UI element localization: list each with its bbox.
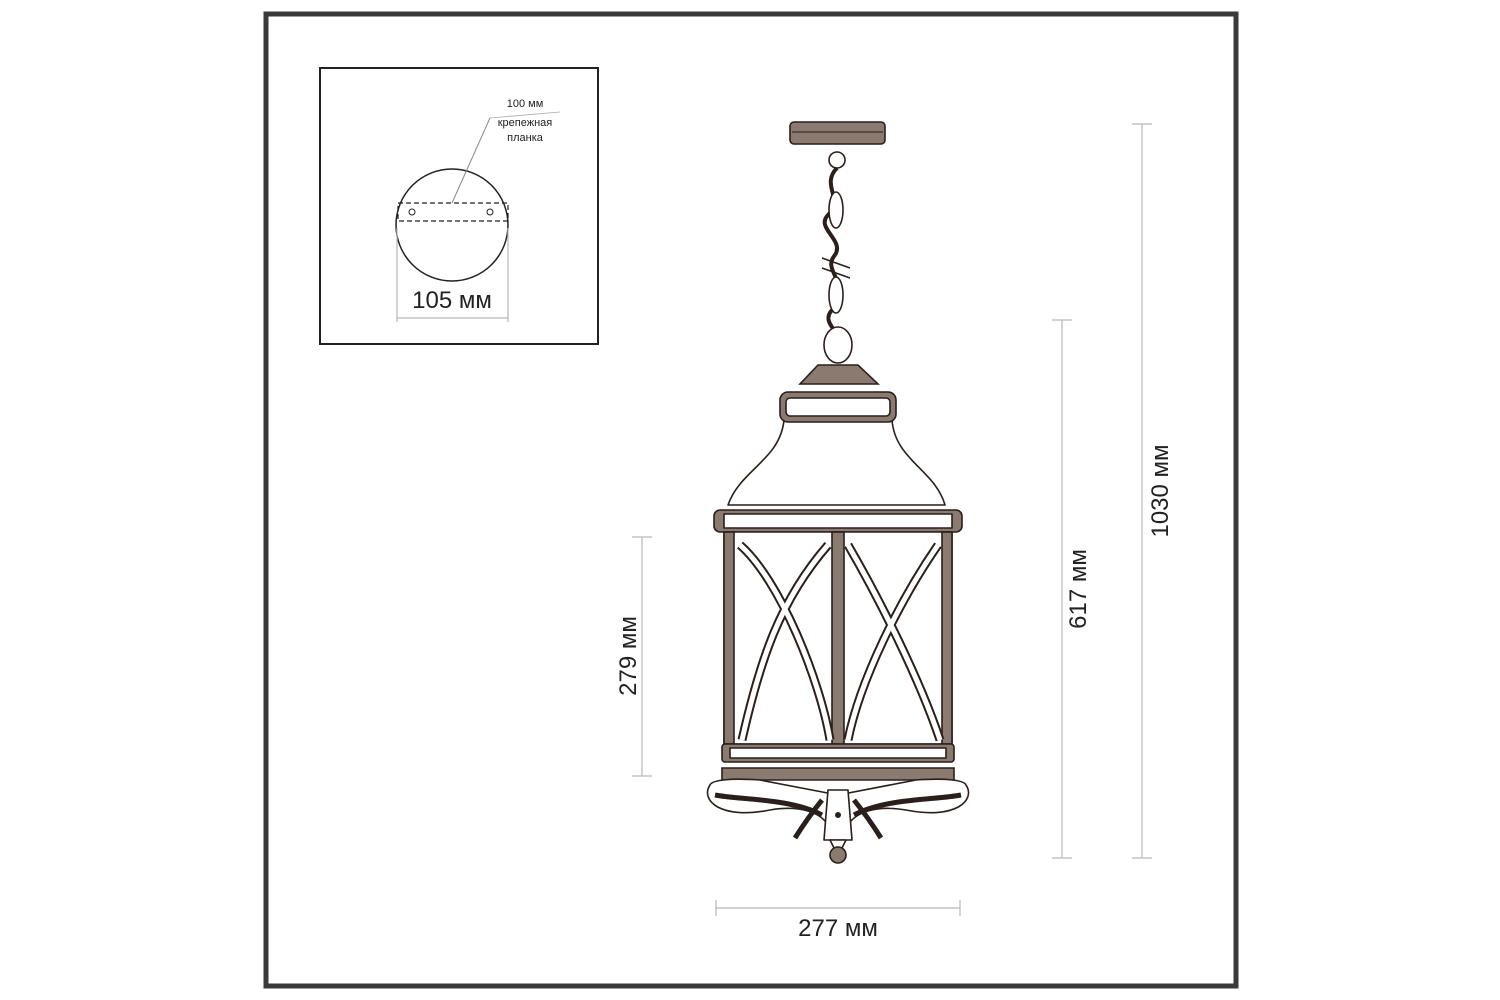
canopy-circle [395,168,509,282]
detail-box [319,67,599,345]
dim-width: 277 мм [715,900,961,942]
lantern-bottom-finial [829,846,847,864]
lantern-bottom-scrolls [721,767,955,781]
width-label: 277 мм [798,915,878,942]
dim-body-height: 617 мм [1052,319,1092,859]
outer-frame [263,11,1239,989]
canopy-diameter-label: 105 мм [412,287,492,314]
dim-total-height: 1030 мм [1132,123,1174,859]
plate-hole-left [408,208,416,216]
body-height-label: 617 мм [1065,549,1092,629]
lantern-hook [828,151,846,169]
lantern-finial [798,364,881,385]
plate-label-line1: крепежная [498,117,553,129]
lantern-chain [821,166,853,364]
lantern [706,121,970,864]
dim-glass-height: 279 мм [615,536,652,777]
lantern-hood [727,397,946,506]
plate-hole-right [486,208,494,216]
plate-leader [451,117,491,204]
plate-length-label: 100 мм [507,98,544,110]
plate-leader-top [489,111,561,119]
canopy-detail: 100 мм крепежная планка 105 мм [319,67,599,345]
plate-label-line2: планка [507,132,544,144]
glass-height-label: 279 мм [615,616,642,696]
lantern-canopy [789,121,886,145]
total-height-label: 1030 мм [1147,444,1174,537]
